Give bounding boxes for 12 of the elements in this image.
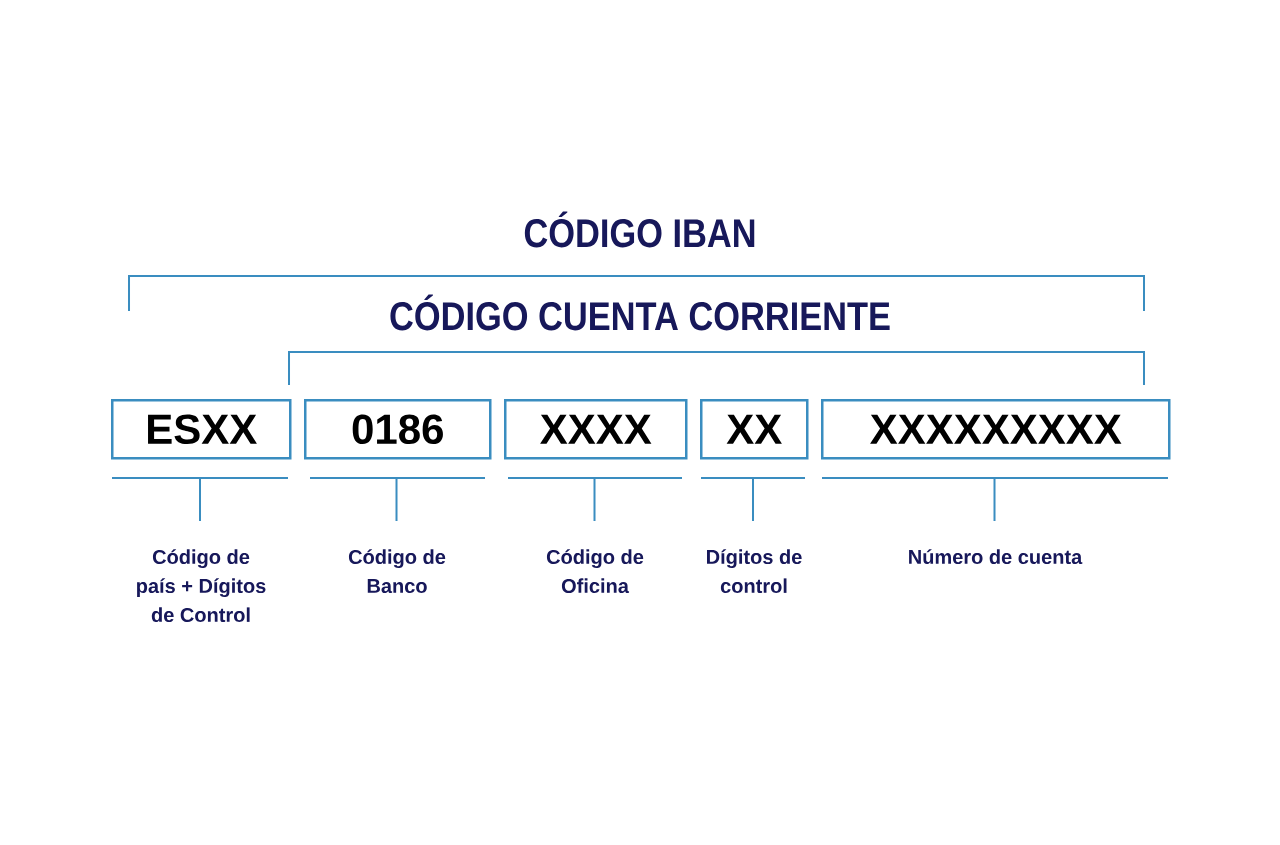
heading: CÓDIGO IBAN: [524, 211, 755, 248]
code-box: XXXX: [504, 399, 688, 460]
description-text: Código de Oficina: [546, 549, 644, 594]
code-box: XXXXXXXXX: [821, 399, 1171, 460]
description-text: Código de Banco: [348, 549, 446, 594]
code-box: XX: [700, 399, 809, 460]
description-text: Número de cuenta: [909, 549, 1083, 565]
description-text: Dígitos de control: [707, 549, 802, 594]
code-box: ESXX: [111, 399, 292, 460]
code-box: 0186: [304, 399, 492, 460]
description-text: Código de país + Dígitos de Control: [137, 549, 266, 623]
heading: CÓDIGO CUENTA CORRIENTE: [390, 294, 890, 331]
